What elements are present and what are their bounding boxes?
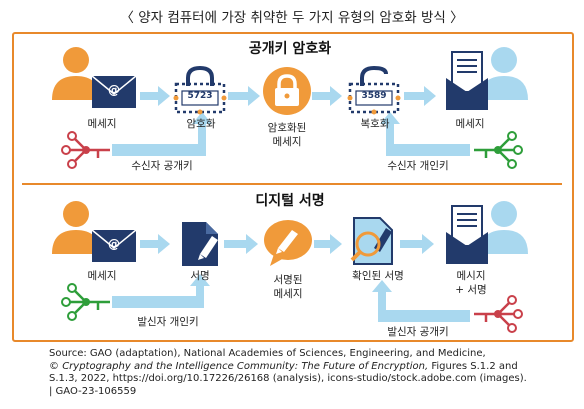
sender-person-icon: [52, 47, 100, 100]
decrypt-padlock-icon: [347, 65, 401, 115]
label-message-in-2: 메세지: [87, 270, 117, 282]
label-output-2: + 서명: [455, 284, 487, 296]
source-line-3: S.1.3, 2022, https://doi.org/10.17226/26…: [49, 373, 527, 384]
source-line-1: Source: GAO (adaptation), National Acade…: [49, 348, 486, 359]
receiver-person-icon: [480, 47, 528, 100]
label-sign: 서명: [190, 270, 210, 282]
svg-text:@: @: [108, 83, 120, 97]
label-receiver-private-key: 수신자 개인키: [387, 160, 449, 172]
lock-code-2: 3589: [361, 91, 387, 101]
sign-document-icon: [182, 222, 218, 266]
source-copyright: ©: [49, 360, 63, 372]
label-output-1: 메시지: [456, 270, 486, 282]
document-envelope-icon: [446, 51, 488, 110]
receiver-person-icon-2: [480, 201, 528, 254]
label-sender-public-key: 발신자 공개키: [387, 326, 449, 338]
label-verified-sign: 확인된 서명: [352, 270, 404, 282]
svg-text:@: @: [108, 237, 120, 251]
label-decrypt: 복호화: [360, 118, 390, 130]
source-line-2: © Cryptography and the Intelligence Comm…: [49, 361, 559, 374]
section-divider: [22, 183, 562, 185]
label-sender-private-key: 발신자 개인키: [137, 316, 199, 328]
label-signed-1: 서명된: [273, 274, 303, 286]
label-signed-2: 메세지: [273, 288, 303, 300]
diagram-frame: [12, 32, 574, 342]
document-envelope-icon-2: [446, 205, 488, 264]
lock-code-1: 5723: [187, 91, 213, 101]
source-note: Source: GAO (adaptation), National Acade…: [49, 348, 559, 398]
encrypt-padlock-icon: [173, 65, 227, 115]
private-key-network-icon: [474, 131, 523, 169]
label-encrypted-2: 메세지: [272, 136, 302, 148]
section-heading-public-key: 공개키 암호화: [248, 41, 332, 57]
source-figures: Figures S.1.2 and: [428, 360, 518, 372]
signed-message-icon: [264, 220, 312, 266]
figure-title: 〈 양자 컴퓨터에 가장 취약한 두 가지 유형의 암호화 방식 〉: [120, 10, 464, 26]
label-encrypt: 암호화: [186, 118, 216, 130]
email-envelope-icon: @: [91, 75, 137, 108]
sender-public-key-network-icon: [474, 295, 523, 333]
email-envelope-icon-2: @: [91, 229, 137, 262]
label-message-out: 메세지: [455, 118, 485, 130]
section-heading-digital-signature: 디지털 서명: [255, 193, 325, 209]
label-encrypted-1: 암호화된: [267, 122, 307, 134]
sender-private-key-network-icon: [61, 283, 110, 321]
sender-person-icon-2: [52, 201, 100, 254]
source-book-title: Cryptography and the Intelligence Commun…: [62, 360, 429, 372]
label-receiver-public-key: 수신자 공개키: [131, 160, 193, 172]
encrypted-message-icon: [263, 67, 311, 115]
source-line-4: | GAO-23-106559: [49, 385, 137, 397]
verify-signature-icon: [350, 217, 393, 265]
public-key-network-icon: [61, 131, 110, 169]
label-message-in: 메세지: [87, 118, 117, 130]
